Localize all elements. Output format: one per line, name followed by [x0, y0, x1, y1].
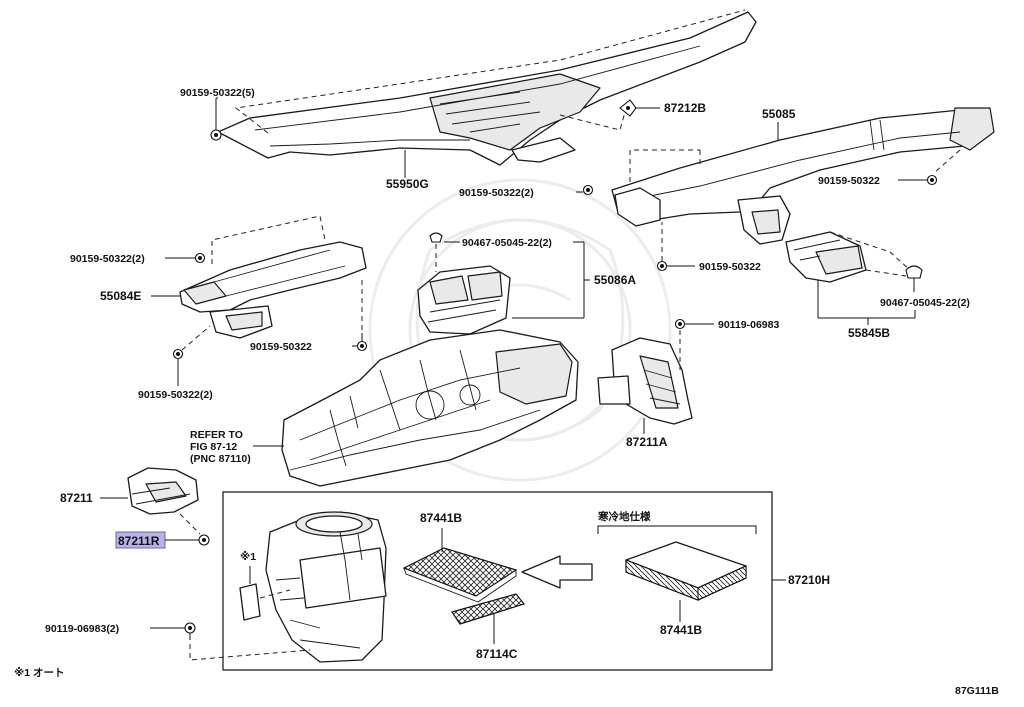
part-55086A-nozzle[interactable] — [417, 265, 511, 335]
label-90159-50322-2-top: 90159-50322(2) — [459, 187, 534, 199]
label-90159-50322-mid: 90159-50322 — [250, 341, 312, 353]
part-87211-duct[interactable] — [127, 467, 199, 515]
label-cold-region-spec: 寒冷地仕様 — [597, 510, 651, 523]
part-87211A-duct[interactable] — [597, 337, 693, 425]
part-blower-housing[interactable] — [239, 511, 387, 663]
refer-to-line2: FIG 87-12 — [190, 441, 237, 453]
bolt-90159-50322-2-top[interactable] — [582, 184, 594, 196]
bolt-90159-50322-lower[interactable] — [656, 260, 668, 272]
label-55086A: 55086A — [594, 273, 636, 287]
part-55950G-panel[interactable] — [217, 11, 757, 166]
label-90159-50322-2-bottom: 90159-50322(2) — [138, 389, 213, 401]
label-55085: 55085 — [762, 107, 796, 121]
part-55845B-nozzle[interactable] — [785, 231, 867, 283]
arrow-left-icon — [521, 555, 593, 589]
part-87441B-filter-bottom[interactable] — [625, 541, 747, 601]
refer-to-line1: REFER TO — [190, 429, 243, 441]
part-87114C-cover[interactable] — [451, 593, 526, 625]
heater-unit-assembly[interactable] — [281, 329, 579, 487]
bolt-90159-50322-2-bottom[interactable] — [172, 348, 184, 360]
bolt-90159-50322-2-left[interactable] — [194, 252, 206, 264]
label-87441B-top: 87441B — [420, 511, 462, 525]
label-55084E: 55084E — [100, 289, 141, 303]
label-90159-50322-lower: 90159-50322 — [699, 261, 761, 273]
refer-to-line3: (PNC 87110) — [190, 453, 251, 465]
note-mark-1: ※1 — [240, 551, 256, 563]
label-87441B-bottom: 87441B — [660, 623, 702, 637]
label-87210H: 87210H — [788, 573, 830, 587]
part-55085-duct[interactable] — [611, 107, 995, 245]
label-90159-50322-2-left: 90159-50322(2) — [70, 253, 145, 265]
label-55950G: 55950G — [386, 177, 429, 191]
label-90159-50322-right: 90159-50322 — [818, 175, 880, 187]
label-90467-05045-22-2-right: 90467-05045-22(2) — [880, 297, 970, 309]
label-87211R: 87211R — [118, 534, 160, 548]
bolt-90119-06983[interactable] — [674, 318, 686, 330]
label-87211A: 87211A — [626, 435, 668, 449]
frame-87210H-assembly — [222, 491, 773, 671]
clip-90467-05045-22-mid[interactable] — [429, 232, 443, 243]
clip-87211R[interactable] — [198, 534, 210, 546]
label-90119-06983-2: 90119-06983(2) — [45, 623, 119, 635]
part-55084E-duct[interactable] — [179, 241, 367, 339]
label-90159-50322-5: 90159-50322(5) — [180, 87, 255, 99]
clip-87212B[interactable] — [619, 99, 637, 117]
label-55845B: 55845B — [848, 326, 890, 340]
label-87211: 87211 — [60, 491, 93, 505]
part-87441B-filter-top[interactable] — [402, 547, 518, 603]
bolt-90119-06983-2[interactable] — [184, 622, 196, 640]
label-90119-06983: 90119-06983 — [718, 319, 779, 331]
label-90467-05045-22-2-mid: 90467-05045-22(2) — [462, 237, 552, 249]
bolt-90159-50322-mid[interactable] — [356, 333, 368, 352]
bolt-90159-50322-5[interactable] — [210, 129, 222, 141]
clip-90467-05045-22-right[interactable] — [905, 265, 923, 279]
figure-id: 87G111B — [955, 685, 999, 697]
bolt-90159-50322-right[interactable] — [926, 174, 938, 186]
label-87114C: 87114C — [476, 647, 518, 661]
label-87212B: 87212B — [664, 101, 706, 115]
footnote-auto: ※1 オート — [14, 667, 64, 679]
